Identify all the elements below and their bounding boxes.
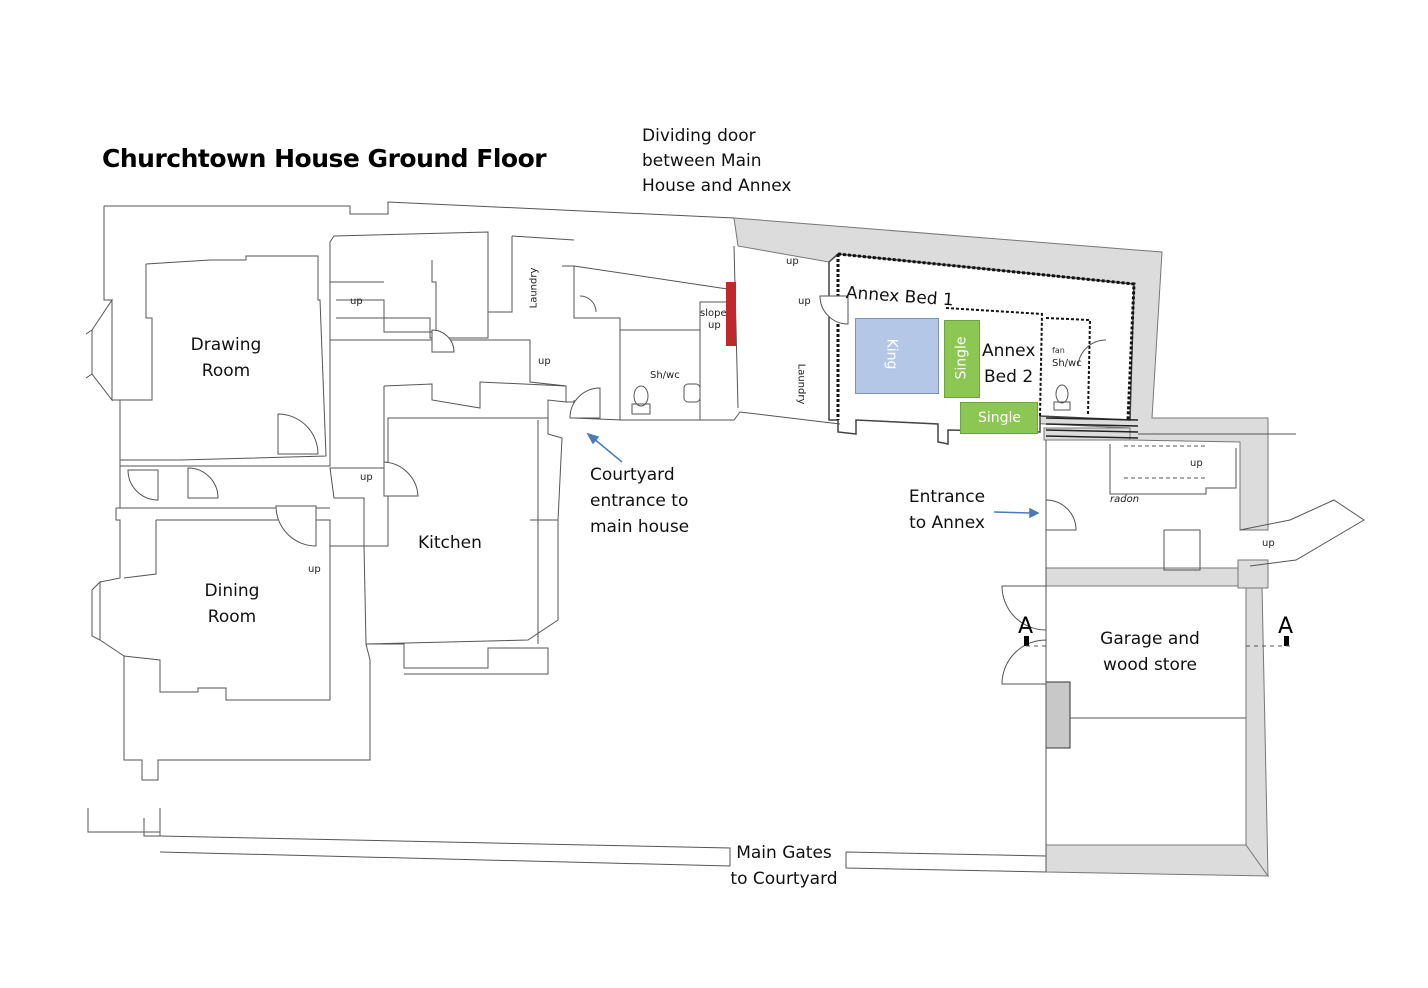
- stair-up-label: up: [350, 296, 363, 307]
- annotation-line: Dividing door: [642, 126, 756, 146]
- annotation-entrance-annex: Entrance to Annex: [904, 484, 990, 536]
- stair-up-label: up: [708, 320, 721, 331]
- bed-single-horizontal-label: Single: [978, 410, 1022, 426]
- stair-up-label: up: [1262, 538, 1275, 549]
- annotation-line: between Main: [642, 151, 762, 171]
- dividing-door-marker: [726, 282, 736, 346]
- annotation-line: to Courtyard: [730, 869, 838, 889]
- room-label-line: Bed 2: [984, 367, 1034, 387]
- room-dining-room: Dining Room: [186, 578, 278, 630]
- garage-wall-bottom: [1045, 844, 1269, 877]
- bed-king-label: King: [883, 338, 900, 370]
- bed-king: [855, 318, 939, 394]
- stair-up-label: up: [360, 472, 373, 483]
- room-label-line: Room: [201, 361, 251, 381]
- room-label-line: wood store: [1103, 655, 1197, 675]
- stair-up-label: up: [798, 296, 811, 307]
- room-laundry-annex: Laundry: [795, 363, 807, 405]
- annotation-line: Entrance: [908, 487, 986, 507]
- stair-up-label: up: [1190, 458, 1203, 469]
- bed-single-vertical-label: Single: [953, 336, 970, 380]
- bed-single-vertical: [944, 320, 980, 398]
- room-annex-bed-2: Annex Bed 2: [982, 338, 1035, 390]
- room-kitchen: Kitchen: [418, 533, 482, 553]
- annotation-line: main house: [590, 517, 690, 537]
- room-drawing-room: Drawing Room: [180, 332, 272, 384]
- annotation-dividing-door: Dividing door between Main House and Ann…: [642, 124, 791, 199]
- slope-label: slope: [700, 308, 727, 319]
- annotation-line: to Annex: [909, 513, 985, 533]
- room-shwc-annex: Sh/wc: [1052, 358, 1082, 369]
- stair-up-label: up: [308, 564, 321, 575]
- garage-wall-right: [1245, 585, 1269, 878]
- annotation-line: entrance to: [590, 491, 689, 511]
- stair-up-label: up: [786, 256, 799, 267]
- annotation-main-gates: Main Gates to Courtyard: [728, 840, 840, 892]
- stair-up-label: up: [538, 356, 551, 367]
- annotation-line: House and Annex: [642, 176, 792, 196]
- garage-wall-left: [1045, 567, 1247, 587]
- room-shwc-main: Sh/wc: [650, 370, 680, 381]
- annotation-courtyard-entrance: Courtyard entrance to main house: [590, 462, 689, 540]
- room-label-line: Annex: [982, 341, 1036, 361]
- room-label-line: Dining: [204, 581, 260, 601]
- room-laundry-main: Laundry: [528, 267, 540, 309]
- room-label-line: Room: [207, 607, 257, 627]
- room-label-line: Drawing: [190, 335, 262, 355]
- garage-wood-store-block: [1045, 681, 1071, 749]
- annotation-line: Courtyard: [590, 465, 675, 485]
- bed-single-horizontal: [960, 402, 1038, 434]
- section-marker-a-left: A: [1018, 614, 1034, 639]
- annotation-line: Main Gates: [736, 843, 832, 863]
- room-label-line: Garage and: [1100, 629, 1200, 649]
- radon-label: radon: [1110, 494, 1140, 505]
- room-garage: Garage and wood store: [1090, 626, 1210, 678]
- plan-title: Churchtown House Ground Floor: [102, 144, 547, 173]
- section-marker-a-right: A: [1278, 614, 1294, 639]
- fan-label: fan: [1052, 346, 1065, 355]
